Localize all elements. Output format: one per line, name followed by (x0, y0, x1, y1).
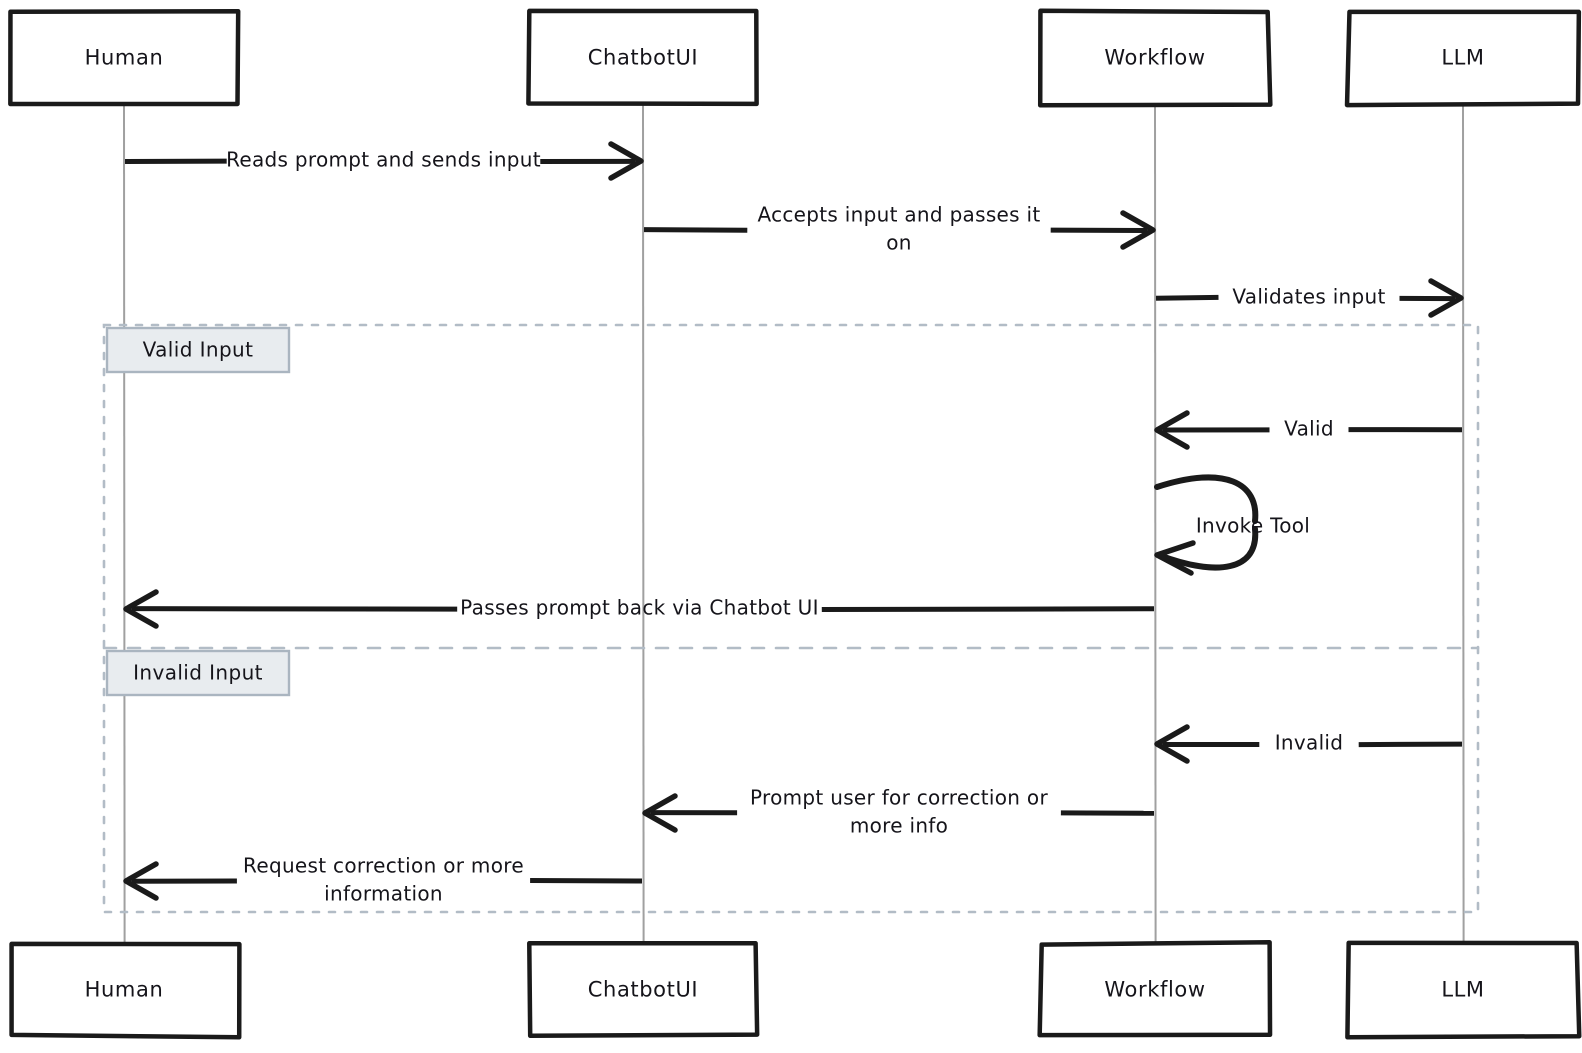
message-m1[interactable]: Reads prompt and sends input (124, 141, 644, 181)
alt-label-background (105, 649, 291, 697)
actor-box-outline (1037, 940, 1273, 1038)
actor-box-outline (9, 941, 242, 1040)
actor-box-outline (527, 940, 760, 1039)
message-line-right (821, 606, 1155, 613)
message-line-left (1155, 294, 1219, 301)
message-label-m6-line-0: Passes prompt back via Chatbot UI (460, 596, 819, 620)
alt-label-text-valid-input: Valid Input (143, 338, 254, 362)
actor-box-outline (1344, 9, 1582, 108)
alt-label-text-invalid-input: Invalid Input (133, 661, 263, 685)
actor-box-outline (8, 8, 241, 107)
arrowhead (123, 861, 159, 901)
actor-box-outline (526, 8, 759, 107)
actor-box-human-bottom[interactable]: Human (9, 941, 242, 1040)
actor-box-chatbotui-top[interactable]: ChatbotUI (526, 8, 759, 107)
actor-label-human: Human (85, 978, 164, 1002)
alt-label-background (105, 326, 291, 374)
actor-label-human: Human (85, 46, 164, 70)
actor-box-human-top[interactable]: Human (8, 8, 241, 107)
actor-label-llm: LLM (1441, 978, 1484, 1002)
message-label-m9-line-0: Request correction or more (243, 854, 524, 878)
message-m9[interactable]: Request correction or more information (123, 854, 643, 906)
actor-label-llm: LLM (1441, 46, 1484, 70)
message-m7[interactable]: Invalid (1154, 724, 1463, 764)
message-label-m8-line-0: Prompt user for correction or (750, 786, 1048, 810)
actor-boxes-layer: HumanHumanChatbotUIChatbotUIWorkflowWork… (8, 8, 1582, 1040)
lifelines-layer (123, 103, 1465, 944)
arrowhead (1120, 210, 1156, 250)
arrowhead (1428, 278, 1464, 318)
lifeline-llm (1462, 103, 1465, 944)
actor-box-outline (1037, 8, 1273, 108)
message-label-m9-line-1: information (324, 882, 443, 906)
message-label-m2-line-1: on (886, 231, 912, 255)
actor-label-chatbotui: ChatbotUI (588, 978, 698, 1002)
arrowhead (1154, 724, 1190, 764)
message-m6[interactable]: Passes prompt back via Chatbot UI (123, 589, 1155, 629)
message-label-m1-line-0: Reads prompt and sends input (226, 148, 541, 172)
message-label-m8-line-1: more info (850, 814, 948, 838)
actor-label-workflow: Workflow (1104, 46, 1205, 70)
message-label-m4-line-0: Valid (1284, 417, 1334, 441)
actor-box-workflow-top[interactable]: Workflow (1037, 8, 1273, 108)
message-label-m5: Invoke Tool (1196, 514, 1310, 538)
alt-block-frame (102, 323, 1480, 914)
alt-section-label-valid-input[interactable]: Valid Input (105, 326, 291, 374)
alt-section-label-invalid-input[interactable]: Invalid Input (105, 649, 291, 697)
arrowhead (608, 141, 644, 181)
message-m4[interactable]: Valid (1154, 410, 1463, 450)
actor-box-llm-top[interactable]: LLM (1344, 9, 1582, 108)
message-line-left (643, 227, 748, 233)
arrowhead (642, 793, 678, 833)
message-label-m3-line-0: Validates input (1232, 285, 1385, 309)
alt-block-layer (102, 323, 1480, 914)
actor-box-workflow-bottom[interactable]: Workflow (1037, 940, 1273, 1038)
lifeline-human (123, 103, 126, 944)
actor-box-llm-bottom[interactable]: LLM (1345, 940, 1582, 1040)
message-m2[interactable]: Accepts input and passes it on (643, 203, 1156, 255)
arrowhead (1154, 540, 1196, 576)
arrowhead (123, 589, 159, 629)
message-m8[interactable]: Prompt user for correction or more info (642, 786, 1155, 838)
actor-box-chatbotui-bottom[interactable]: ChatbotUI (527, 940, 760, 1039)
actor-box-outline (1345, 940, 1582, 1040)
actor-label-chatbotui: ChatbotUI (588, 46, 698, 70)
lifeline-workflow (1154, 103, 1157, 944)
message-line-right (530, 877, 643, 884)
arrowhead (1154, 410, 1190, 450)
lifeline-chatbotui (642, 103, 645, 944)
message-label-m2-line-0: Accepts input and passes it (757, 203, 1040, 227)
message-m5[interactable]: Invoke Tool (1154, 474, 1310, 576)
actor-label-workflow: Workflow (1104, 978, 1205, 1002)
message-m3[interactable]: Validates input (1155, 278, 1464, 318)
self-loop-path (1154, 474, 1259, 571)
message-label-m7-line-0: Invalid (1275, 731, 1344, 755)
